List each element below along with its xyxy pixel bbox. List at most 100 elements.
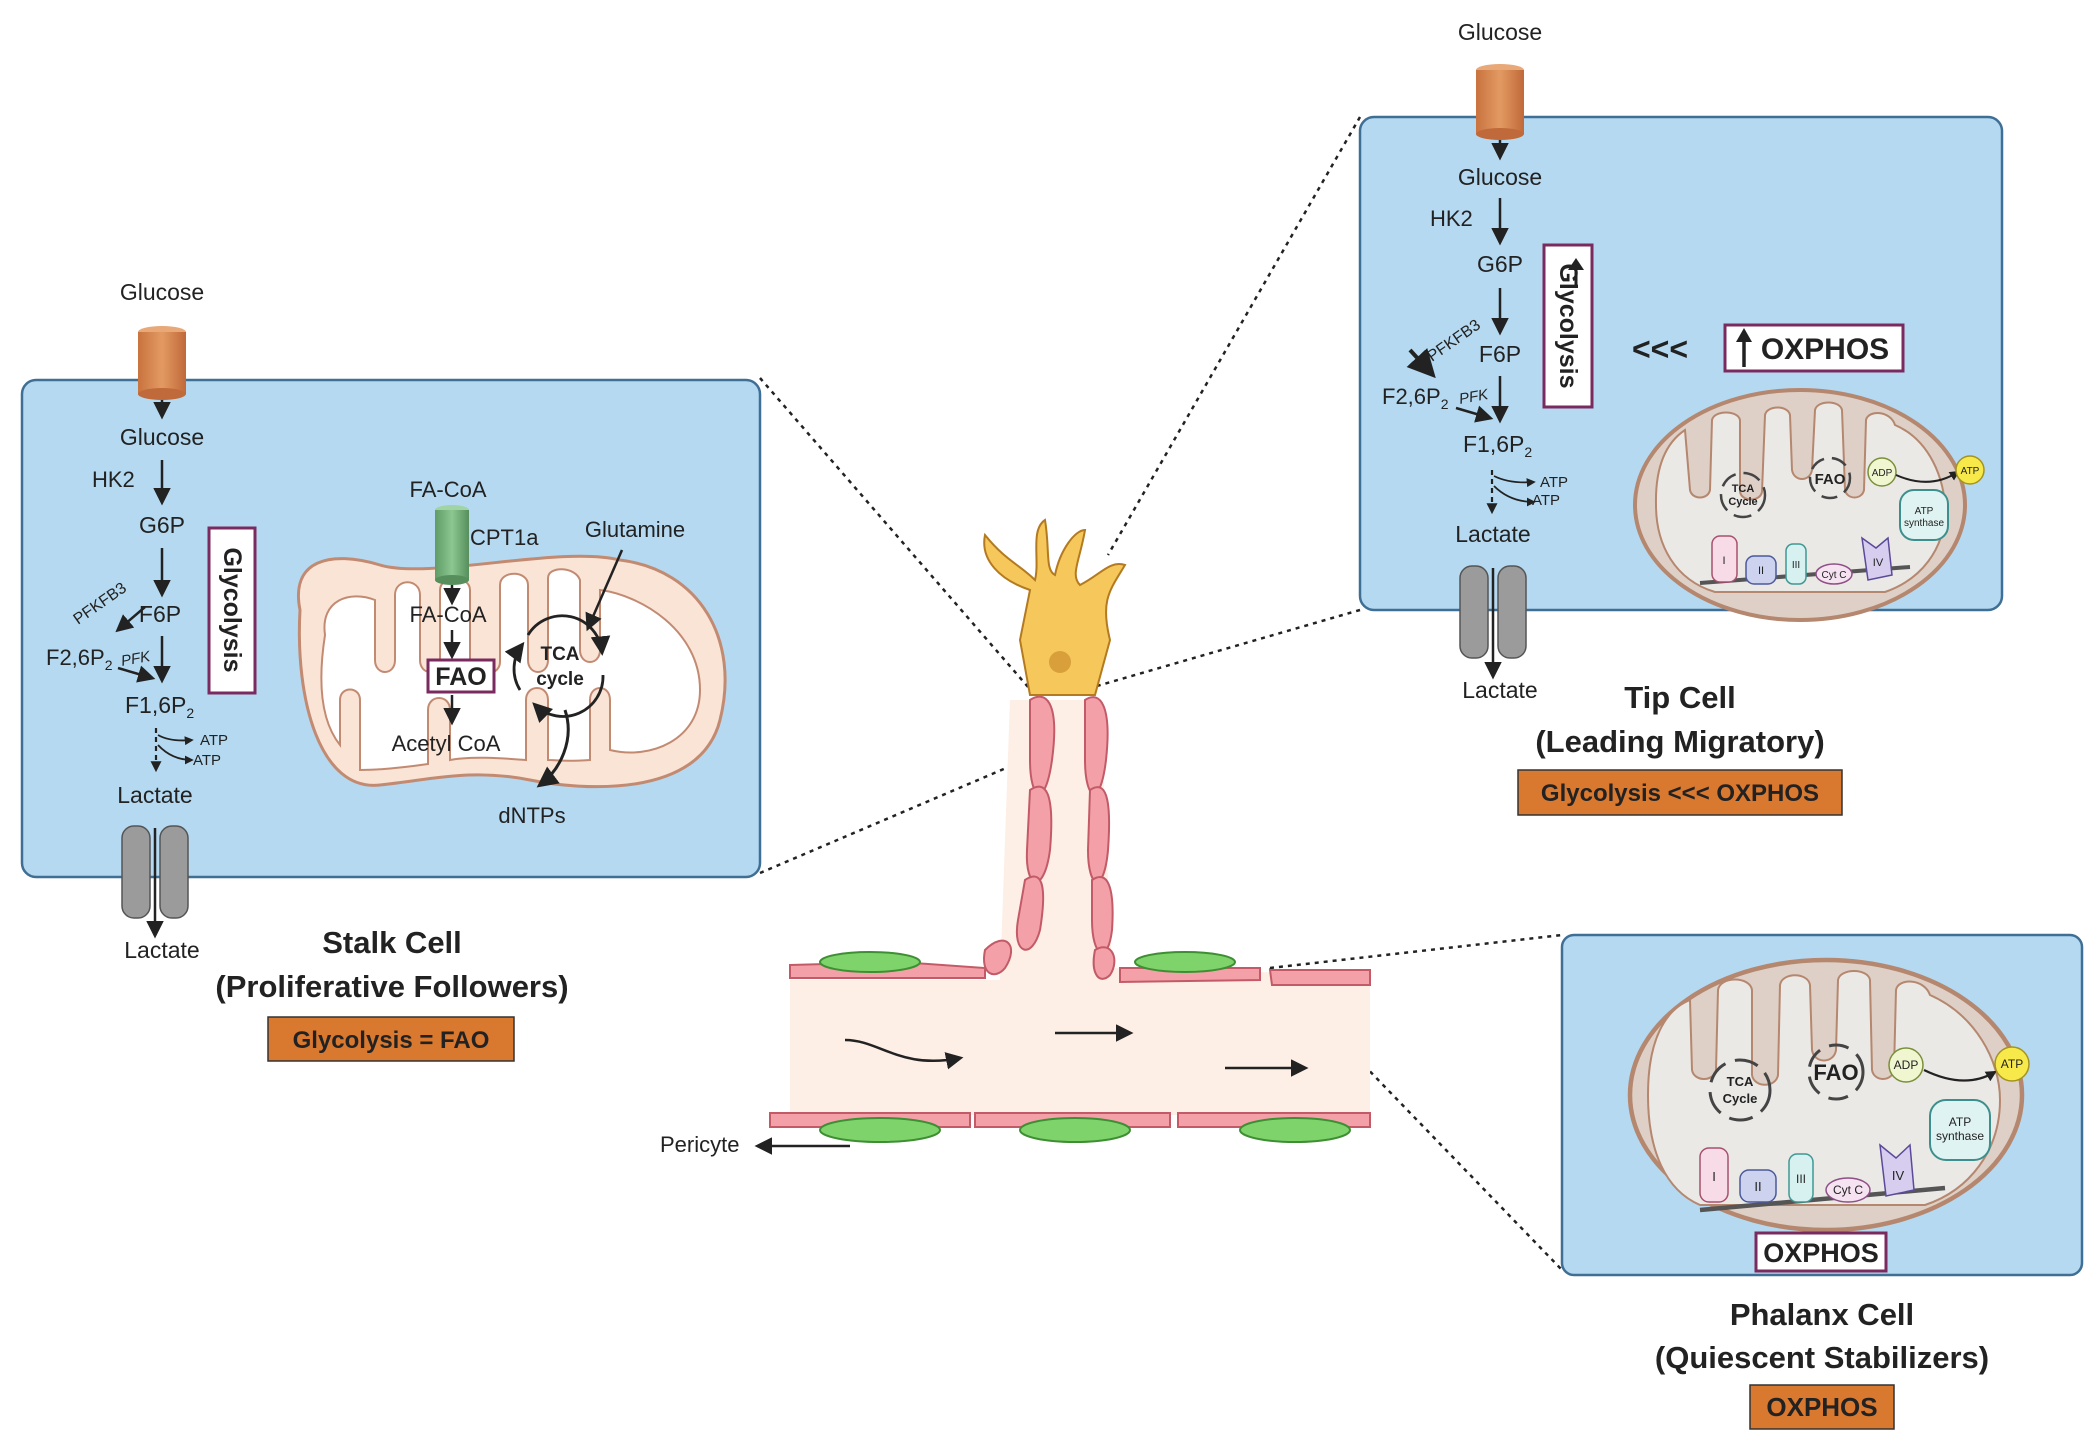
phalanx-atp-synthase-icon [1929,1099,1991,1161]
tip-cell-panel: Glucose Glucose HK2 G6P PFKFB3 F6P F2,6P… [1358,19,2004,703]
tip-tca-cycle-icon [1719,471,1767,519]
stalk-hk2-label: HK2 [92,467,135,492]
dntps-label: dNTPs [498,803,565,828]
phalanx-atp-synthase-label-1: ATP [1949,1115,1971,1129]
tip-lactate-out-label: Lactate [1462,677,1537,703]
stalk-fa-coa-label: FA-CoA [409,602,486,627]
stalk-pfk-label: PFK [120,648,153,670]
stalk-glucose-label: Glucose [120,424,204,450]
tip-f16p2-label: F1,6P2 [1463,431,1532,460]
tip-complex-i-icon [1711,535,1738,583]
tip-cytc-icon [1815,563,1853,585]
tip-cell-title: Tip Cell [1624,680,1735,715]
phalanx-complex-iii-label: III [1796,1172,1806,1186]
stalk-fao-label: FAO [435,663,486,691]
tip-g6p-label: G6P [1477,251,1523,277]
phalanx-oxphos-label: OXPHOS [1763,1238,1879,1268]
tip-glycolysis-label: Glycolysis [1554,263,1582,388]
phalanx-tca-cycle-icon [1708,1058,1772,1122]
tip-atp-synthase-label-2: synthase [1904,518,1944,529]
tip-atp-synthase-label-1: ATP [1915,506,1934,517]
phalanx-complex-ii-icon [1739,1169,1777,1203]
tip-tca-cycle-label: Cycle [1728,496,1757,508]
tip-glucose-transporter-icon [1476,64,1524,140]
tip-complex-iv-icon [1861,536,1893,581]
tip-badge-text: Glycolysis <<< OXPHOS [1541,780,1819,807]
tip-complex-i-label: I [1722,555,1725,567]
tip-fao-cycle-icon [1808,456,1852,500]
pericyte-icons [819,951,1351,1143]
phalanx-complex-iii-icon [1788,1153,1814,1203]
pericyte-label: Pericyte [660,1132,739,1157]
phalanx-fao-cycle-icon [1807,1043,1865,1101]
tip-pfk-label: PFK [1458,386,1491,408]
phalanx-atp-synthase-label-2: synthase [1936,1129,1984,1143]
phalanx-complex-i-icon [1699,1147,1729,1203]
stalk-tca-cycle-icon [504,614,611,723]
tip-atp-label-2: ATP [1532,492,1560,509]
phalanx-tca-label: TCA [1727,1074,1754,1089]
stalk-atp-label-2: ATP [193,752,221,769]
stalk-tca-label: TCA [540,644,579,665]
stalk-f6p-label: F6P [139,601,181,627]
stalk-f16p2-label: F1,6P2 [125,692,194,721]
lactate-channel-icon [121,825,189,939]
tip-complex-ii-icon [1745,555,1777,585]
phalanx-cell-title: Phalanx Cell [1730,1297,1914,1332]
tip-cell-subtitle: (Leading Migratory) [1535,724,1824,759]
cpt1a-label: CPT1a [470,525,539,550]
tip-comparison-arrows: <<< [1632,331,1688,367]
phalanx-tca-cycle-label: Cycle [1723,1091,1758,1106]
stalk-f26p2-label: F2,6P2 [46,645,113,673]
phalanx-complex-iv-label: IV [1892,1168,1905,1183]
tip-complex-iv-label: IV [1873,557,1884,569]
tip-cell-icon [983,518,1127,696]
stalk-glycolysis-label: Glycolysis [218,547,246,672]
phalanx-badge-text: OXPHOS [1766,1392,1877,1422]
tip-atp-label-1: ATP [1540,474,1568,491]
tip-atp-synthase-icon [1899,489,1949,541]
phalanx-complex-i-label: I [1712,1169,1716,1184]
stalk-metabolic-badge [267,1016,515,1062]
tip-tca-label: TCA [1732,483,1755,495]
tip-metabolic-badge [1517,769,1843,816]
tip-glucose-outside-label: Glucose [1458,19,1542,45]
tip-hk2-label: HK2 [1430,206,1473,231]
phalanx-cell-panel: TCA Cycle FAO ADP ATP ATP synthase I II … [1560,933,2084,1277]
phalanx-atp-label: ATP [2001,1057,2023,1071]
phalanx-fao-label: FAO [1813,1060,1858,1085]
phalanx-adp-label: ADP [1894,1058,1919,1072]
tip-complex-iii-label: III [1792,560,1800,571]
stalk-cell-panel: Glucose Glucose HK2 G6P PFKFB3 F6P F2,6P… [20,279,762,963]
tip-complex-iii-icon [1785,543,1807,585]
stalk-cycle-label: cycle [536,669,584,690]
phalanx-complex-iv-icon [1879,1143,1915,1197]
cpt1a-transporter-icon [435,505,469,585]
stalk-cell-title: Stalk Cell [322,925,462,960]
tip-lactate-label: Lactate [1455,521,1530,547]
tip-oxphos-label: OXPHOS [1761,333,1889,366]
phalanx-adp-icon [1888,1047,1924,1083]
stalk-cell-subtitle: (Proliferative Followers) [215,969,568,1004]
tip-atp-icon [1955,455,1985,485]
stalk-mitochondrion [297,554,727,789]
stalk-badge-text: Glycolysis = FAO [293,1027,490,1054]
stalk-lactate-label: Lactate [117,782,192,808]
tip-complex-ii-label: II [1758,565,1764,577]
glutamine-label: Glutamine [585,517,685,542]
acetyl-coa-label: Acetyl CoA [392,731,501,756]
tip-lactate-channel-icon [1459,565,1527,680]
stalk-g6p-label: G6P [139,512,185,538]
stalk-fa-coa-outside-label: FA-CoA [409,477,486,502]
oxphos-up-arrow-icon [1736,328,1752,367]
tip-glucose-label: Glucose [1458,164,1542,190]
tip-fao-label: FAO [1815,471,1846,488]
phalanx-cytc-icon [1825,1177,1871,1203]
stalk-glucose-outside-label: Glucose [120,279,204,305]
stalk-atp-label-1: ATP [200,732,228,749]
tip-adp-label: ADP [1872,468,1893,479]
phalanx-complex-ii-label: II [1754,1179,1761,1194]
blood-vessel-illustration [769,518,1371,1143]
phalanx-cytc-label: Cyt C [1833,1183,1863,1197]
